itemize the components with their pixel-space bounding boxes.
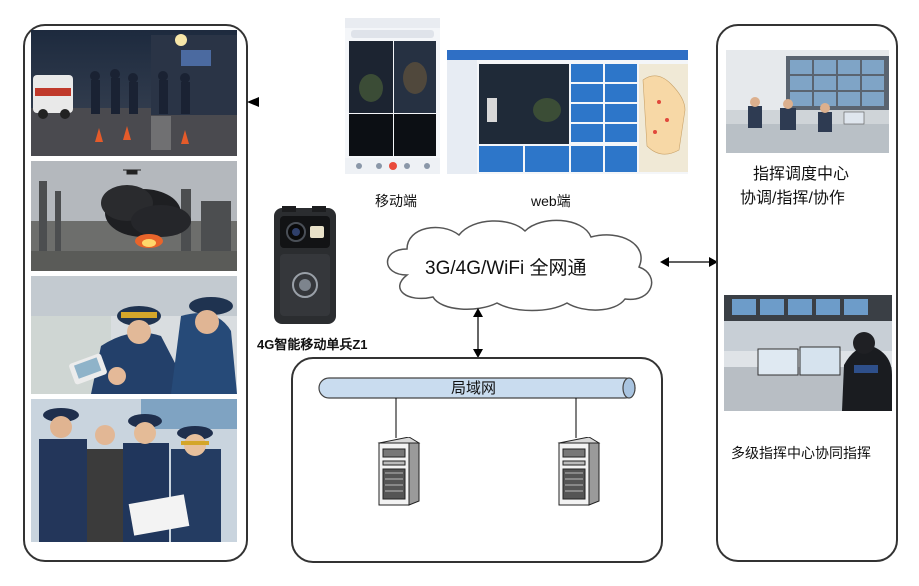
photo-officers-handheld	[31, 276, 237, 394]
mobile-app-screenshot	[345, 18, 440, 174]
dispatch-center-title: 指挥调度中心	[753, 166, 850, 183]
network-cloud	[386, 219, 653, 312]
multilevel-label: 多级指挥中心协同指挥	[731, 445, 871, 461]
lan-connectors	[395, 398, 577, 438]
web-label: web端	[531, 193, 571, 209]
arrow-cloud-right	[660, 257, 718, 267]
photo-multilevel-center	[724, 295, 892, 411]
dispatch-center-subtitle: 协调/指挥/协作	[740, 190, 845, 207]
server-icon-1	[377, 437, 421, 506]
photo-fire-smoke	[31, 161, 237, 271]
web-app-screenshot	[447, 50, 688, 174]
device-label: 4G智能移动单兵Z1	[257, 337, 368, 352]
body-camera-device	[272, 206, 338, 326]
lan-label: 局域网	[451, 381, 497, 397]
mobile-label: 移动端	[375, 193, 417, 209]
cloud-label: 3G/4G/WiFi 全网通	[425, 258, 587, 279]
photo-night-checkpoint	[31, 30, 237, 156]
server-icon-2	[557, 437, 601, 506]
photo-dispatch-center	[726, 50, 889, 153]
arrow-to-left-panel	[247, 97, 259, 107]
photo-uniformed-group	[31, 399, 237, 542]
lan-bus	[318, 377, 636, 399]
arrow-cloud-lan	[473, 308, 483, 358]
